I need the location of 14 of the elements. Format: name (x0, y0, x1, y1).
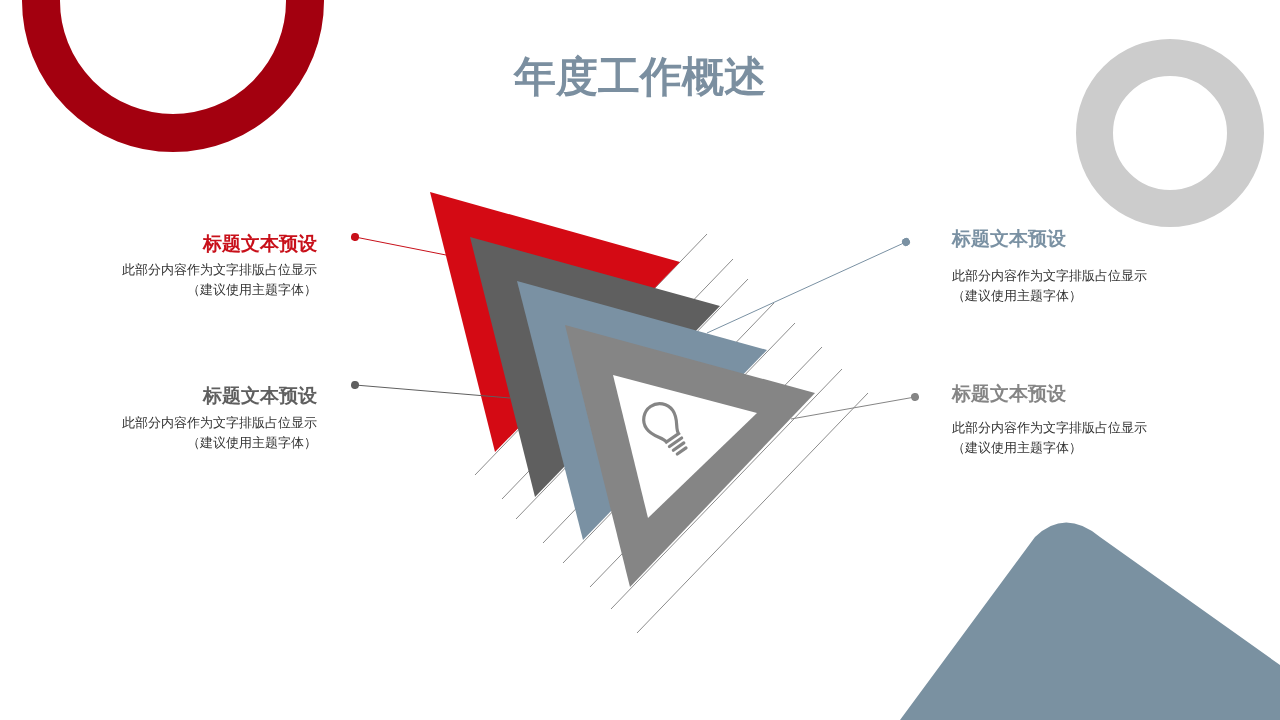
leader-line (351, 233, 447, 256)
leader-line (351, 381, 511, 399)
heading: 标题文本预设 (203, 383, 317, 408)
leader-line (706, 238, 910, 334)
heading: 标题文本预设 (952, 381, 1066, 406)
triangle-shape (565, 325, 815, 587)
body-text: 此部分内容作为文字排版占位显示（建议使用主题字体） (121, 414, 317, 452)
heading: 标题文本预设 (203, 231, 317, 256)
leader-line (790, 393, 919, 420)
body-text: 此部分内容作为文字排版占位显示（建议使用主题字体） (952, 267, 1148, 305)
heading: 标题文本预设 (952, 226, 1066, 251)
slide-title: 年度工作概述 (514, 52, 766, 102)
body-text: 此部分内容作为文字排版占位显示（建议使用主题字体） (952, 419, 1148, 457)
body-text: 此部分内容作为文字排版占位显示（建议使用主题字体） (121, 261, 317, 299)
